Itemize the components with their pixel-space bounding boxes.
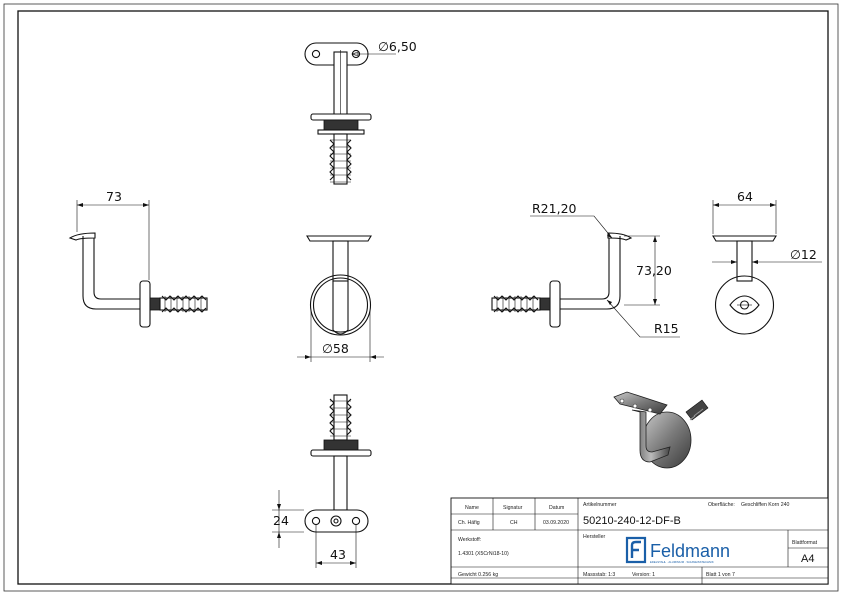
dim-plate-height: 24	[273, 513, 289, 528]
tb-signature-label: Signatur	[503, 505, 523, 511]
tb-material-value: 1.4301 (X5CrNi18-10)	[458, 551, 509, 557]
tb-article-number: 50210-240-12-DF-B	[583, 515, 681, 527]
dim-radius-r21: R21,20	[532, 201, 577, 216]
feldmann-logo: Feldmann EDELSTAHL · ALUMINIUM · SCHWEIS…	[625, 536, 730, 564]
tb-date-label: Datum	[549, 505, 564, 511]
dim-plate-width: 64	[737, 189, 753, 204]
tb-format-label: Blattformat	[792, 540, 818, 546]
tb-article-label: Artikelnummer	[583, 502, 617, 508]
screw-right	[491, 295, 541, 313]
left-side-view: 73	[68, 189, 208, 328]
tb-surface-label: Oberfläche:	[708, 502, 735, 508]
bottom-view: 24 43	[272, 394, 372, 568]
dim-pipe-12: ∅12	[790, 247, 817, 262]
dim-radius-r15: R15	[654, 321, 679, 336]
isometric-view	[613, 391, 709, 469]
title-block: Name Signatur Datum Ch. Häfig CH 03.09.2…	[450, 497, 829, 585]
dim-plate-length: 43	[330, 547, 346, 562]
dim-width-73: 73	[106, 189, 122, 204]
sheet-outer-frame	[3, 3, 839, 592]
dim-height-73-20: 73,20	[636, 263, 672, 278]
tb-name-value: Ch. Häfig	[458, 520, 480, 526]
dim-rosette-dia: ∅58	[322, 341, 349, 356]
screw-left	[159, 295, 208, 313]
tb-name-label: Name	[465, 505, 479, 511]
dim-pipe-dia: ∅6,50	[378, 39, 417, 54]
center-front-view: ∅58	[297, 235, 384, 362]
tb-material-label: Werkstoff:	[458, 537, 481, 543]
tb-sheet: Blatt 1 von 7	[706, 572, 735, 578]
brand-name: Feldmann	[650, 541, 730, 561]
screw-top	[329, 133, 352, 185]
tb-signature-value: CH	[510, 520, 518, 526]
tb-surface-value: Geschliffen Korn 240	[741, 502, 789, 508]
tb-weight: Gewicht 0.256 kg	[458, 572, 498, 578]
tb-format-value: A4	[801, 553, 814, 565]
right-side-view: R21,20 73,20 R15	[491, 201, 680, 338]
brand-tagline: EDELSTAHL · ALUMINIUM · SCHWEISSTECHNIK	[650, 560, 714, 564]
screw-bottom	[329, 394, 352, 441]
tb-scale: Massstab: 1:3	[583, 572, 615, 578]
tb-manufacturer-label: Hersteller	[583, 534, 605, 540]
tb-version: Version: 1	[632, 572, 655, 578]
top-view: ∅6,50	[304, 39, 417, 185]
sheet-inner-frame	[17, 10, 829, 585]
far-right-view: 64 ∅12	[712, 189, 822, 335]
tb-date-value: 03.09.2020	[543, 520, 569, 526]
